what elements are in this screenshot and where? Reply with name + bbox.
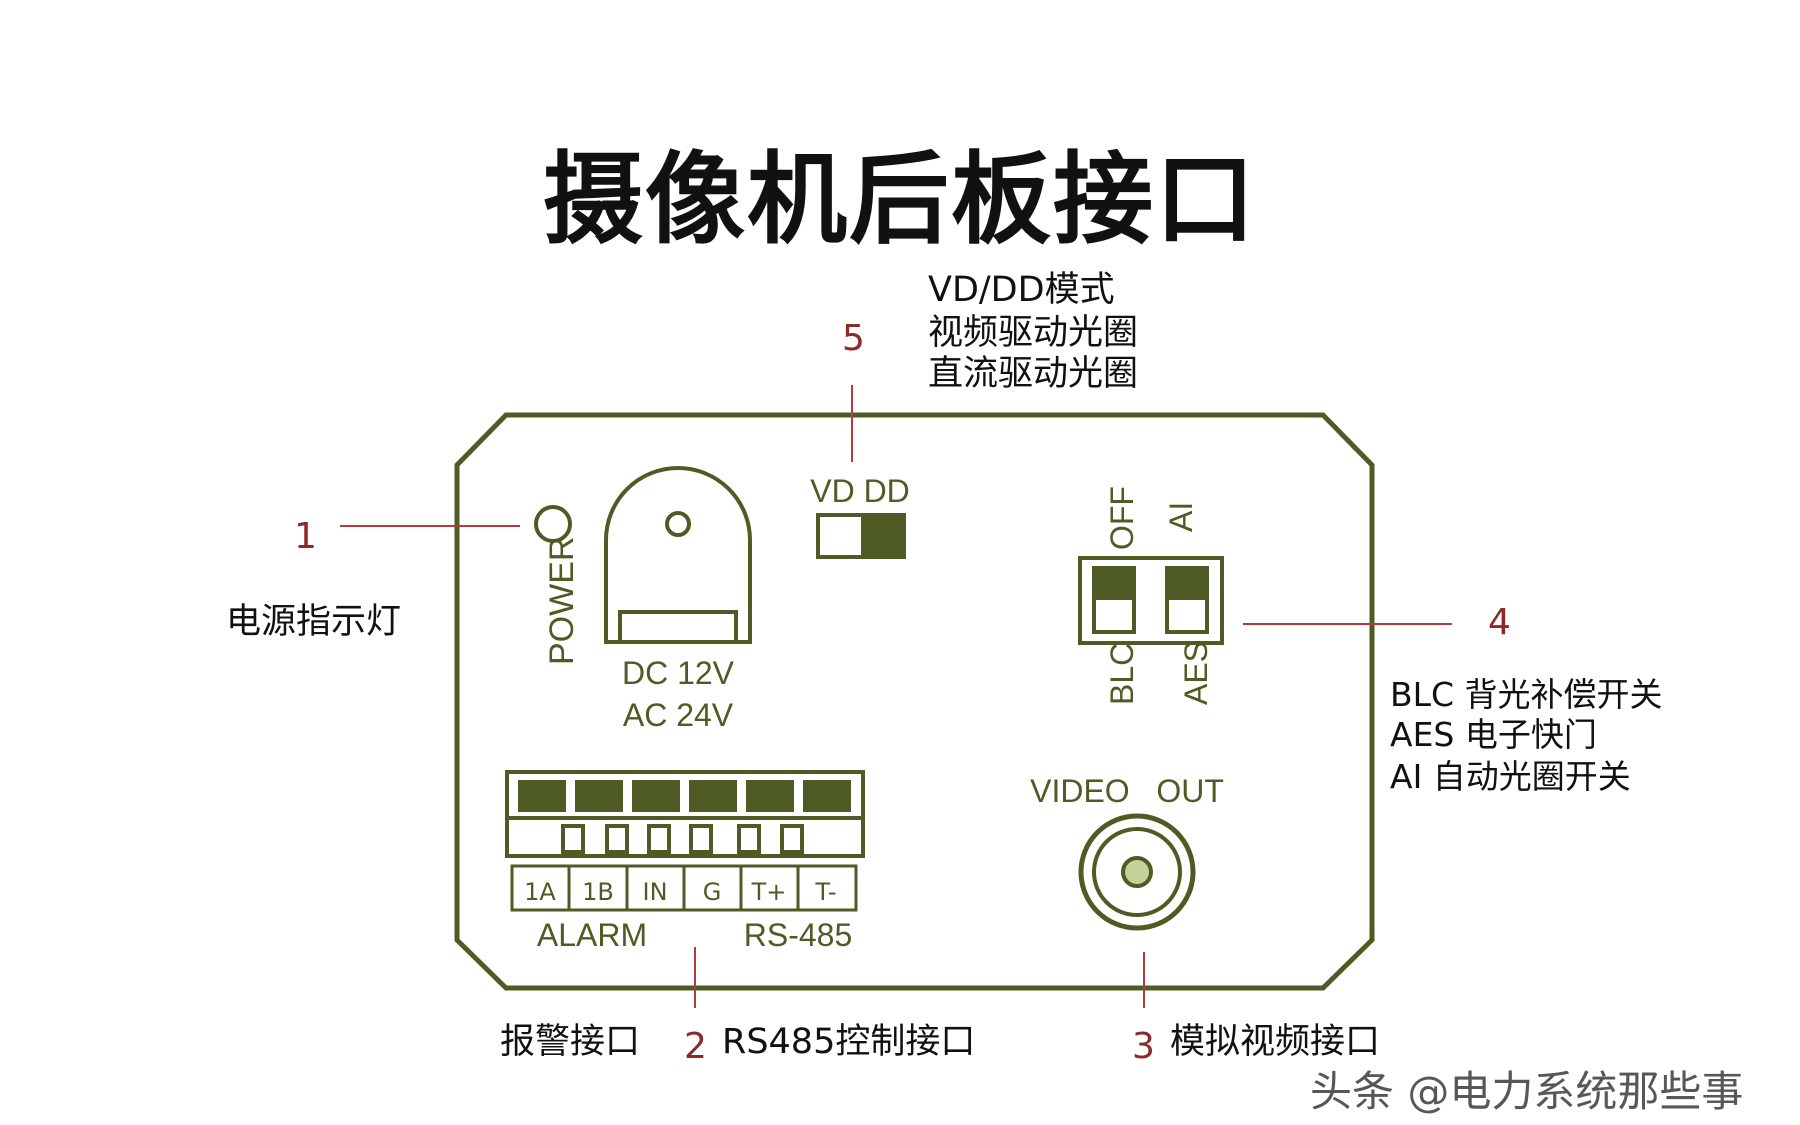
switch-label-ai: AI [1163, 502, 1199, 532]
terminal-label: IN [642, 878, 667, 906]
callout-number-3: 3 [1132, 1026, 1155, 1067]
rs485-label: RS-485 [744, 917, 853, 953]
callout-text-3: 模拟视频接口 [1170, 1022, 1381, 1062]
terminal-label: 1A [524, 878, 556, 906]
alarm-label: ALARM [537, 917, 647, 953]
switch-label-aes: AES [1178, 641, 1214, 705]
video-out-label: VIDEO OUT [1030, 773, 1224, 809]
callout-text-2: RS485控制接口 [722, 1022, 976, 1062]
callout-text-alarm: 报警接口 [500, 1022, 641, 1062]
callout-text-1: 电源指示灯 [226, 602, 402, 642]
dip-switch-aes-knob [1169, 570, 1205, 600]
callout-text-4b: AES 电子快门 [1390, 715, 1597, 754]
callout-text-5b: 视频驱动光圈 [928, 313, 1139, 353]
power-jack [604, 466, 752, 644]
watermark: 头条 @电力系统那些事 [1310, 1067, 1744, 1116]
power-label: POWER [543, 537, 581, 665]
callout-text-4a: BLC 背光补偿开关 [1390, 675, 1663, 714]
power-jack-slot [618, 610, 738, 644]
terminal-label: T- [814, 878, 836, 906]
power-led [534, 505, 572, 543]
terminal-label-strip [510, 864, 858, 912]
panel-outline [454, 412, 1375, 991]
terminal-block [505, 770, 865, 858]
vd-dd-switch-knob [861, 517, 902, 555]
callout-number-5: 5 [842, 318, 865, 359]
page-title: 摄像机后板接口 [543, 141, 1257, 258]
vd-dd-label: VD DD [810, 473, 910, 509]
terminal-label: G [703, 878, 722, 906]
dip-switch-blc-knob [1096, 570, 1132, 600]
switch-label-off: OFF [1104, 486, 1140, 550]
callout-text-5c: 直流驱动光圈 [928, 354, 1139, 394]
callout-number-4: 4 [1488, 602, 1511, 643]
callout-text-5a: VD/DD模式 [928, 270, 1115, 310]
callout-text-4c: AI 自动光圈开关 [1390, 757, 1631, 796]
bnc-connector-pin [1121, 856, 1153, 888]
power-input-ac: AC 24V [623, 697, 734, 733]
callout-number-2: 2 [684, 1026, 707, 1067]
power-jack-pin [665, 511, 691, 537]
terminal-label: T+ [751, 878, 787, 906]
switch-label-blc: BLC [1104, 643, 1140, 705]
terminal-label: 1B [582, 878, 614, 906]
power-input-dc: DC 12V [622, 655, 735, 691]
callout-number-1: 1 [294, 516, 317, 557]
